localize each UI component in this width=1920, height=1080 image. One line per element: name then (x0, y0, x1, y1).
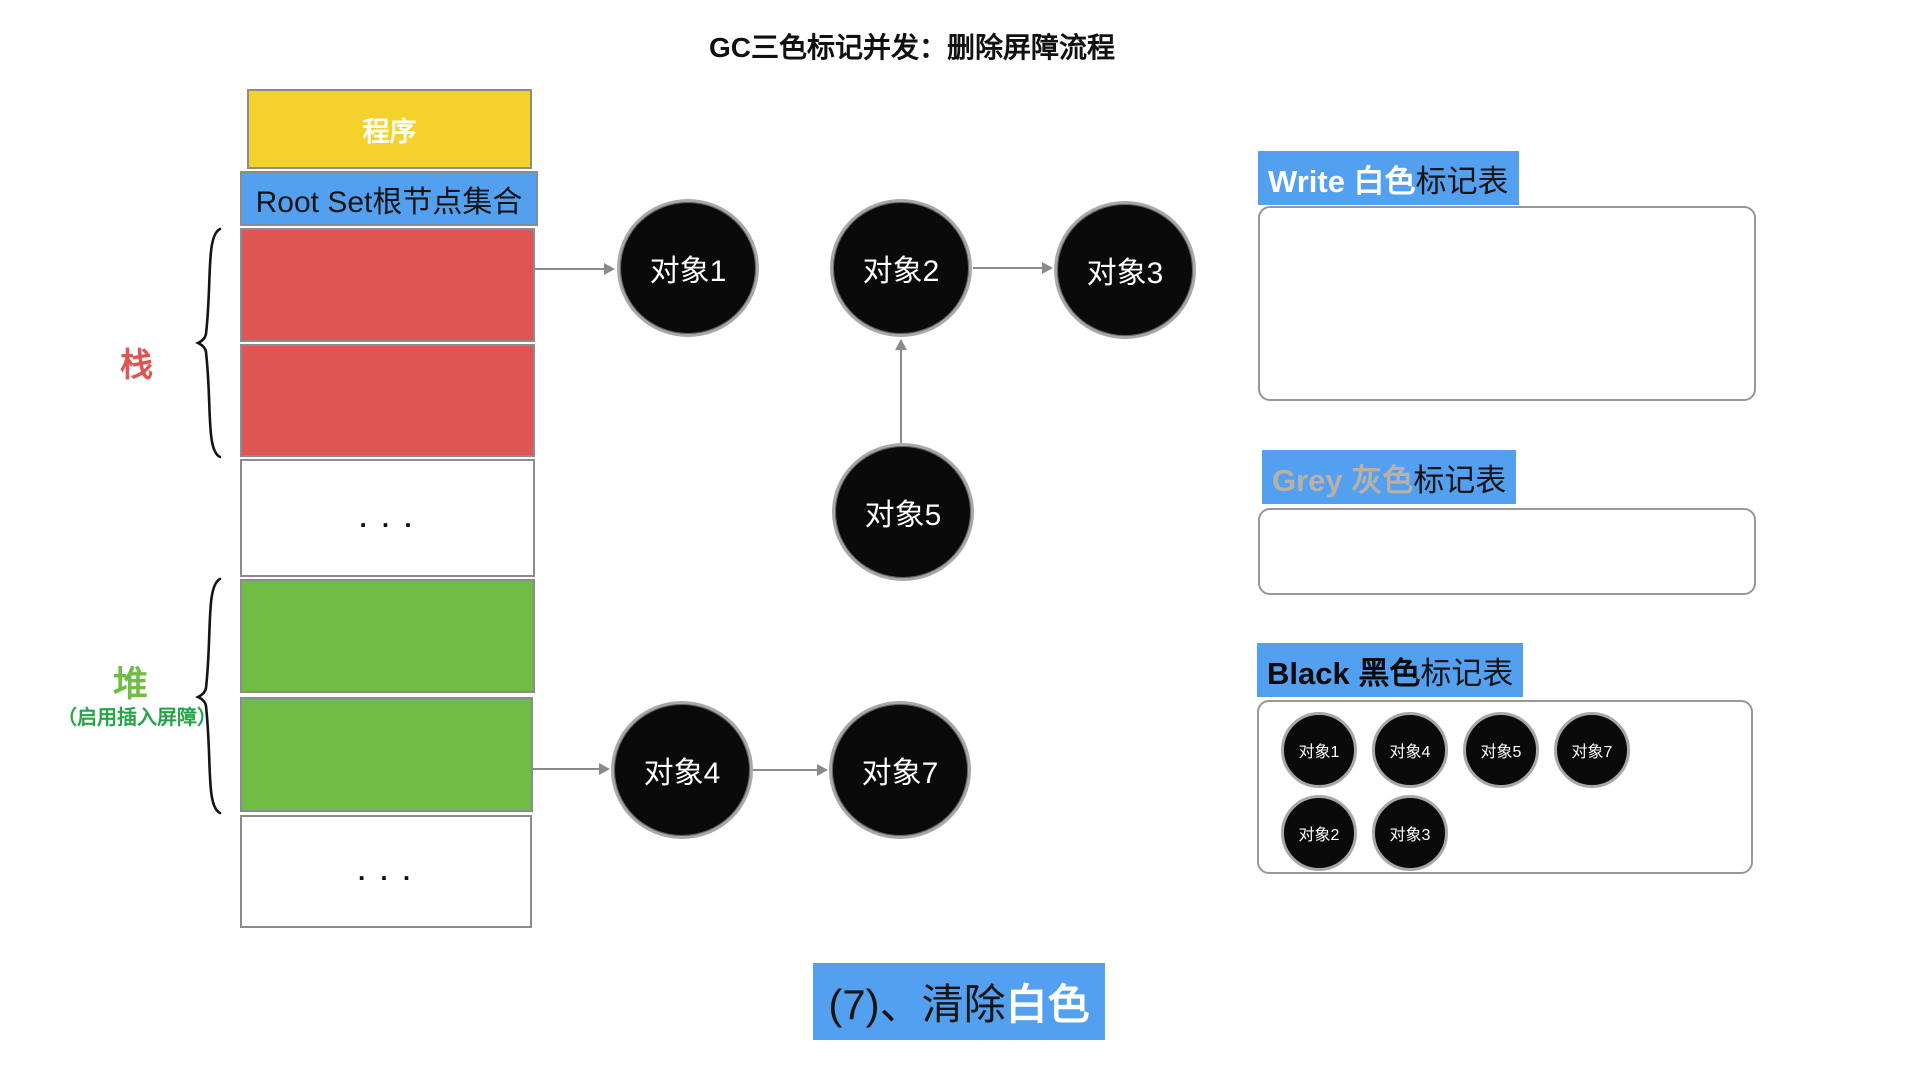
black-table-panel: 对象1 对象4 对象5 对象7 对象2 对象3 (1257, 700, 1753, 874)
arrow-obj4-to-obj7 (753, 764, 828, 776)
heap-brace (195, 577, 222, 815)
rootset-box: Root Set根节点集合 (240, 171, 538, 226)
grey-table-header: Grey 灰色标记表 (1262, 450, 1517, 504)
stack-slot-1 (240, 228, 535, 342)
black-table-header: Black 黑色标记表 (1257, 643, 1524, 697)
heap-note-label: （启用插入屏障） (57, 707, 217, 729)
stack-brace (195, 227, 222, 459)
node-obj1: 对象1 (617, 199, 759, 337)
black-table-item: 对象5 (1463, 712, 1539, 788)
arrow-obj5-to-obj2 (895, 339, 907, 443)
white-table-title-en: Write 白色 (1268, 163, 1416, 199)
black-table-item: 对象4 (1372, 712, 1448, 788)
step-caption-text: (7)、清除 (828, 981, 1006, 1028)
memory-ellipsis-top: . . . (240, 459, 535, 577)
heap-slot-1 (240, 579, 535, 693)
white-table-title-zh: 标记表 (1415, 163, 1509, 199)
arrow-obj2-to-obj3 (973, 262, 1053, 274)
black-table-item: 对象7 (1554, 712, 1630, 788)
black-table-title-zh: 标记表 (1420, 655, 1514, 691)
node-obj7: 对象7 (829, 701, 971, 839)
node-obj2: 对象2 (830, 199, 972, 337)
program-box: 程序 (247, 89, 532, 169)
stack-slot-2 (240, 344, 535, 457)
grey-table-panel (1258, 508, 1756, 595)
page-title: GC三色标记并发：删除屏障流程 (708, 32, 1116, 63)
grey-table-title-en: Grey 灰色 (1272, 462, 1414, 498)
black-table-title-en: Black 黑色 (1267, 655, 1421, 691)
heap-label: 堆 (113, 665, 149, 704)
arrow-stack-to-obj1 (535, 263, 615, 275)
arrow-heap-to-obj4 (533, 763, 610, 775)
heap-slot-2 (240, 697, 533, 812)
node-obj3: 对象3 (1054, 201, 1196, 339)
white-table-header: Write 白色标记表 (1258, 151, 1519, 205)
black-table-item: 对象1 (1281, 712, 1357, 788)
black-table-item: 对象2 (1281, 795, 1357, 871)
node-obj5: 对象5 (832, 443, 974, 581)
black-table-item: 对象3 (1372, 795, 1448, 871)
node-obj4: 对象4 (611, 701, 753, 839)
white-table-panel (1258, 206, 1756, 401)
memory-ellipsis-bottom: . . . (240, 815, 532, 928)
step-caption-highlight: 白色 (1005, 981, 1090, 1028)
step-caption: (7)、清除白色 (813, 963, 1105, 1040)
stack-label: 栈 (120, 346, 153, 383)
grey-table-title-zh: 标记表 (1413, 462, 1507, 498)
